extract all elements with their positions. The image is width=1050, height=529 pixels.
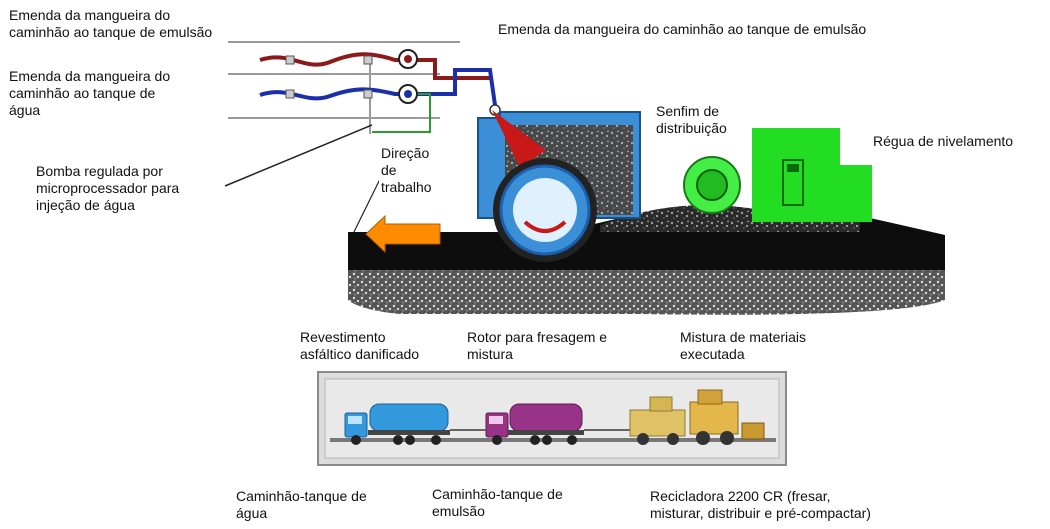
direction-arrow-icon: [365, 214, 441, 254]
label-mixed-material: Mistura de materiais executada: [680, 329, 807, 362]
label-rotor: Rotor para fresagem e mistura: [467, 329, 608, 362]
label-direction: Direção de trabalho: [379, 144, 434, 197]
label-auger: Senfim de distribuição: [656, 103, 727, 136]
recycler-icon: [629, 389, 765, 445]
milling-rotor: [493, 158, 597, 262]
base-layer: [348, 270, 945, 315]
label-emulsion-joint-top: Emenda da mangueira do caminhão ao tanqu…: [498, 21, 867, 37]
label-emulsion-joint-left: Emenda da mangueira do caminhão ao tanqu…: [9, 7, 213, 40]
label-recycler: Recicladora 2200 CR (fresar, misturar, d…: [650, 488, 871, 521]
pavement-base: [348, 218, 945, 275]
label-water-truck: Caminhão-tanque de água: [236, 488, 367, 521]
screed: [752, 128, 872, 222]
pump-leader-line: [224, 124, 373, 187]
hose-rails: [228, 41, 460, 134]
water-hose: [259, 68, 497, 106]
distribution-auger: [683, 156, 741, 214]
emulsion-truck-icon: [485, 403, 584, 445]
label-damaged-pavement: Revestimento asfáltico danificado: [300, 329, 420, 362]
water-truck-icon: [344, 403, 450, 445]
label-water-joint: Emenda da mangueira do caminhão ao tanqu…: [9, 68, 171, 118]
label-pump: Bomba regulada por microprocessador para…: [36, 163, 180, 213]
spray-nozzle-icon: [492, 110, 546, 168]
label-screed: Régua de nivelamento: [873, 133, 1014, 149]
label-emulsion-truck: Caminhão-tanque de emulsão: [432, 486, 563, 519]
direction-leader-line: [349, 174, 383, 241]
